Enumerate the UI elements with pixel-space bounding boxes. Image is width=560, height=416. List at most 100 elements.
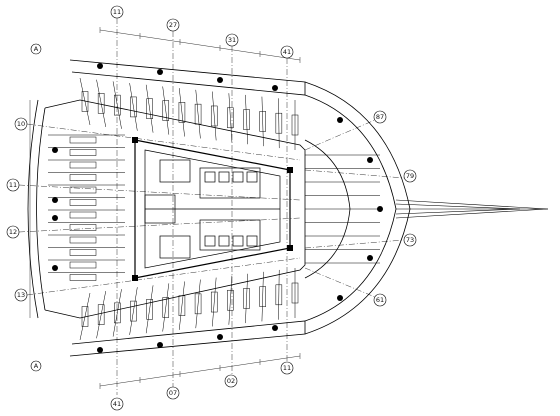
module-partition xyxy=(79,77,91,126)
module-desk xyxy=(291,282,299,304)
grid-axis-line xyxy=(26,123,301,161)
west-outer-facade xyxy=(27,99,39,319)
structural-column xyxy=(367,255,373,261)
elevator-shaft xyxy=(159,235,191,259)
office-module-group xyxy=(48,77,380,341)
axis-bubble: 41 xyxy=(280,45,294,59)
lift-car xyxy=(204,235,216,247)
lift-car xyxy=(246,171,258,183)
module-desk xyxy=(114,302,121,324)
axis-bubble: 02 xyxy=(224,374,238,388)
north-facade-band xyxy=(69,59,306,96)
module-partition xyxy=(245,273,248,324)
module-partition xyxy=(245,94,248,145)
module-partition xyxy=(195,89,201,139)
module-desk xyxy=(81,306,89,327)
grid-axis-line xyxy=(304,239,405,249)
structural-column xyxy=(272,325,278,331)
module-desk xyxy=(146,299,153,320)
module-desk xyxy=(69,186,97,194)
module-desk xyxy=(243,288,250,309)
module-desk xyxy=(81,91,89,112)
axis-label: 27 xyxy=(169,21,177,29)
west-curved-facade xyxy=(36,107,46,311)
module-partition xyxy=(79,292,91,341)
core-column xyxy=(287,245,293,251)
module-partition xyxy=(96,291,107,339)
module-desk xyxy=(162,100,170,121)
section-tag: A xyxy=(30,43,42,55)
lift-car xyxy=(218,235,230,247)
axis-label: 11 xyxy=(113,8,121,16)
lift-car xyxy=(218,171,230,183)
module-desk xyxy=(69,236,97,244)
axis-bubble: 27 xyxy=(166,18,180,32)
service-room xyxy=(199,219,261,251)
axis-bubble: 61 xyxy=(373,293,387,307)
axis-label: 02 xyxy=(227,377,235,385)
section-tags: A A xyxy=(30,43,42,372)
axis-bubble: 11 xyxy=(280,361,294,375)
axis-bubble: 10 xyxy=(14,117,28,131)
module-desk xyxy=(227,107,234,129)
axis-label: 12 xyxy=(9,228,17,236)
structural-column xyxy=(157,342,163,348)
module-partition xyxy=(278,269,280,320)
axis-bubble: 31 xyxy=(225,33,239,47)
axis-bubble: 07 xyxy=(166,386,180,400)
module-desk xyxy=(69,161,97,169)
structural-column xyxy=(52,197,58,203)
module-partition xyxy=(178,281,185,330)
structural-column xyxy=(217,77,223,83)
module-partition xyxy=(129,287,138,335)
structural-column xyxy=(337,295,343,301)
axis-label: 11 xyxy=(9,181,17,189)
module-partition xyxy=(228,93,233,143)
module-desk xyxy=(69,136,97,144)
axis-label: 79 xyxy=(406,172,414,180)
grid-axis-line xyxy=(304,169,405,179)
axis-bubbles-left: 10 11 12 13 xyxy=(6,117,28,302)
axis-bubble: 12 xyxy=(6,225,20,239)
module-desk xyxy=(97,304,105,325)
module-partition xyxy=(162,86,170,135)
module-partition xyxy=(112,289,122,337)
south-facade-band xyxy=(69,320,306,357)
module-partition xyxy=(129,83,138,131)
module-partition xyxy=(261,96,264,147)
axis-label: 07 xyxy=(169,389,177,397)
module-desk xyxy=(69,274,97,281)
module-desk xyxy=(178,102,186,123)
module-partition xyxy=(178,88,185,137)
axis-bubbles-right: 87 79 73 61 xyxy=(373,110,417,307)
axis-label: 87 xyxy=(376,113,384,121)
module-desk xyxy=(97,93,105,114)
lift-car xyxy=(204,171,216,183)
structural-column xyxy=(157,69,163,75)
axis-bubble: 87 xyxy=(373,110,387,124)
axis-label: 13 xyxy=(17,291,25,299)
lift-car xyxy=(246,235,258,247)
axis-bubble: 11 xyxy=(6,178,20,192)
module-desk xyxy=(178,295,186,316)
module-desk xyxy=(291,114,299,136)
module-desk xyxy=(227,289,234,311)
module-partition xyxy=(212,277,217,327)
structural-column xyxy=(367,157,373,163)
module-partition xyxy=(195,279,201,329)
structural-column xyxy=(337,117,343,123)
core-column xyxy=(287,167,293,173)
floor-plate-edge xyxy=(44,99,306,319)
axis-label: 41 xyxy=(113,400,121,408)
module-desk xyxy=(194,293,202,315)
grid-axis-line xyxy=(304,267,376,298)
section-tag: A xyxy=(30,360,42,372)
axis-label: 41 xyxy=(283,48,291,56)
axis-label: 73 xyxy=(406,236,414,244)
module-desk xyxy=(210,291,218,313)
module-partition xyxy=(112,81,122,129)
structural-column xyxy=(52,215,58,221)
module-desk xyxy=(69,149,97,156)
axis-bubbles-bottom: 41 07 02 11 xyxy=(110,361,294,411)
